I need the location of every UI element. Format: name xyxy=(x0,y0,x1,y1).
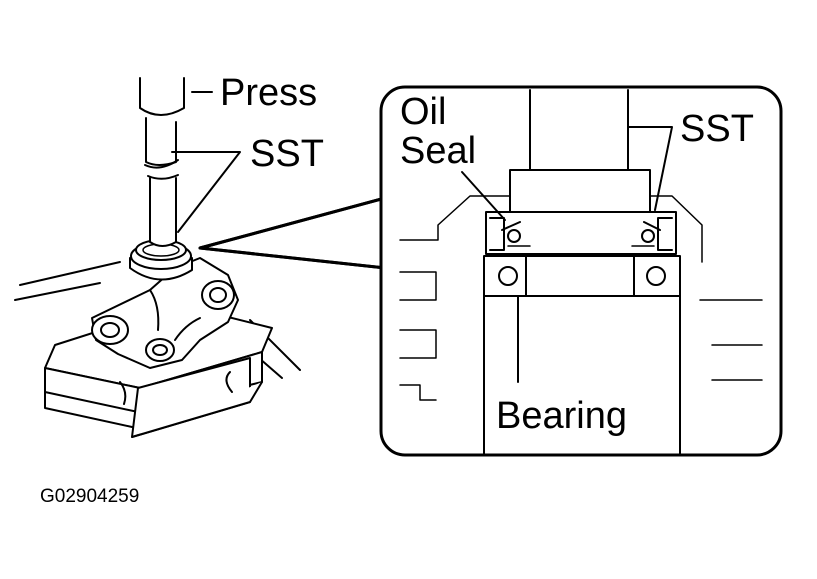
press-label: Press xyxy=(220,72,317,114)
front-bore xyxy=(145,338,175,362)
oil-label: Oil xyxy=(400,91,446,133)
right-bore xyxy=(201,280,235,310)
sst-right-leader xyxy=(627,126,673,211)
seal-label: Seal xyxy=(400,130,476,172)
bearing-label: Bearing xyxy=(496,395,627,437)
sst-label-right: SST xyxy=(680,108,754,150)
figure-code: G02904259 xyxy=(40,486,139,507)
bearing-ball-left xyxy=(498,266,518,286)
bearing-ball-right xyxy=(646,266,666,286)
sst-driver xyxy=(509,169,651,215)
press-tool xyxy=(139,77,185,247)
detail-view xyxy=(379,85,783,457)
sst-shaft xyxy=(529,89,629,171)
seal-spring-left xyxy=(507,229,521,243)
seal-spring-right xyxy=(641,229,655,243)
assembly-view xyxy=(14,77,301,438)
left-bore xyxy=(91,315,129,345)
housing xyxy=(91,239,239,369)
sst-label-left: SST xyxy=(250,133,324,175)
sst-left-leader xyxy=(171,151,241,233)
oil-seal-leader xyxy=(461,171,506,221)
